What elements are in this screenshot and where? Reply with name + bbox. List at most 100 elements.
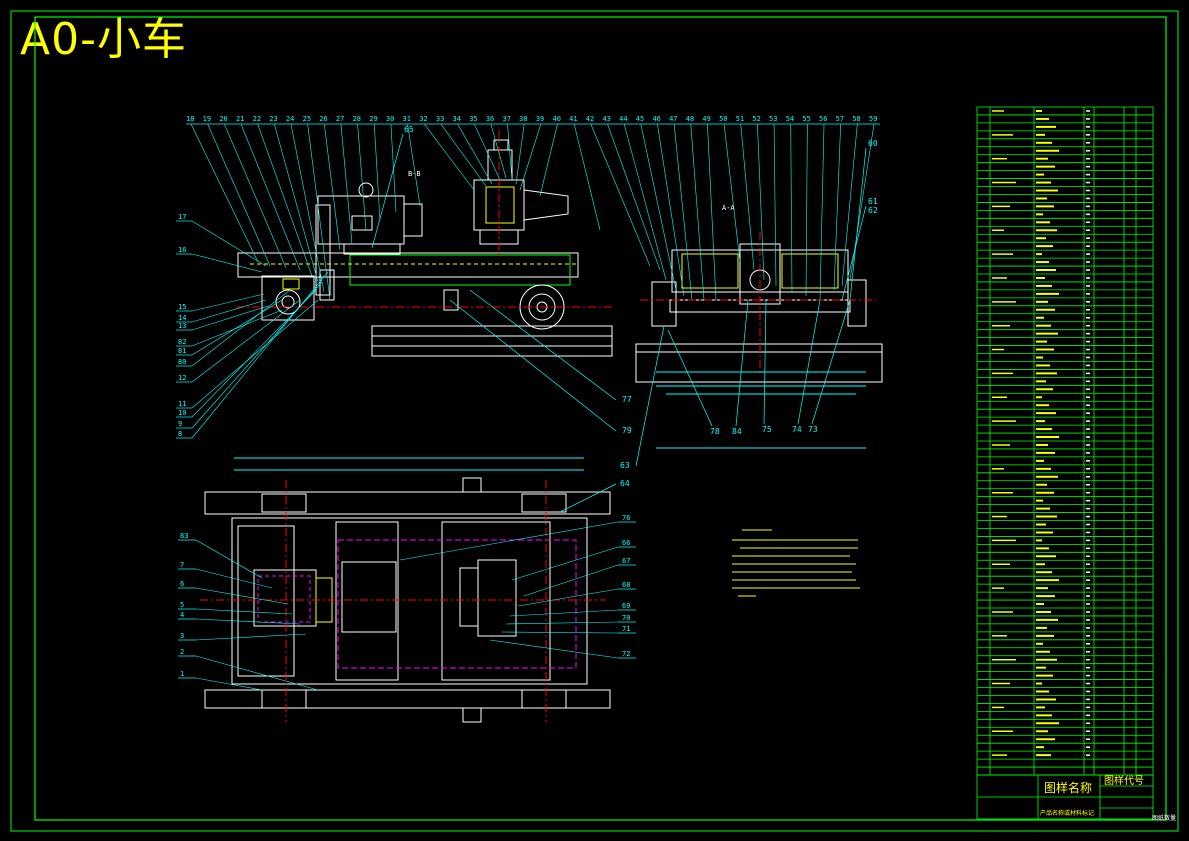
balloon-68: 68 (622, 581, 630, 589)
balloon-28: 28 (353, 115, 361, 123)
leader-line (195, 618, 301, 625)
leader-line (195, 568, 273, 589)
leader-line (195, 608, 293, 615)
balloon-84: 84 (732, 427, 742, 436)
outer-border (10, 10, 1179, 832)
balloon-29: 29 (369, 115, 377, 123)
leader-line (190, 123, 259, 263)
balloon-8: 8 (178, 430, 182, 438)
leader-line (407, 123, 421, 207)
leader-line (509, 609, 619, 617)
leader-line (640, 123, 677, 291)
leader-line (505, 621, 619, 625)
balloon-78: 78 (710, 427, 720, 436)
leader-line (195, 587, 289, 605)
leader-line (790, 123, 793, 293)
balloon-21: 21 (236, 115, 244, 123)
balloon-79: 79 (622, 426, 632, 435)
leader-line (511, 546, 619, 581)
leader-line (191, 299, 319, 409)
balloon-10: 10 (178, 409, 186, 417)
balloon-35: 35 (469, 115, 477, 123)
balloon-73: 73 (808, 425, 818, 434)
balloon-67: 67 (622, 557, 630, 565)
leader-line (191, 220, 267, 267)
balloon-83: 83 (180, 532, 188, 540)
leader-line (195, 677, 263, 691)
balloon-46: 46 (652, 115, 660, 123)
balloon-74: 74 (792, 425, 802, 434)
balloon-45: 45 (636, 115, 644, 123)
balloon-1: 1 (180, 670, 184, 678)
balloon-54: 54 (786, 115, 794, 123)
leader-line (523, 564, 619, 597)
leader-line (191, 299, 267, 323)
balloon-39: 39 (536, 115, 544, 123)
leader-line (819, 123, 825, 301)
balloon-17: 17 (178, 213, 186, 221)
balloon-33: 33 (436, 115, 444, 123)
leader-line (257, 123, 313, 277)
leader-line (240, 123, 301, 271)
balloon-38: 38 (519, 115, 527, 123)
balloon-5: 5 (180, 601, 184, 609)
balloon-22: 22 (253, 115, 261, 123)
title-block-drawing-name: 图样名称 (1044, 780, 1092, 795)
balloon-6: 6 (180, 580, 184, 588)
leader-line (195, 539, 263, 579)
balloon-59: 59 (869, 115, 877, 123)
leader-line (191, 299, 301, 383)
balloon-64: 64 (620, 479, 630, 488)
leader-line (740, 123, 755, 271)
leader-line (657, 123, 685, 297)
leader-line (833, 123, 841, 291)
balloon-43: 43 (602, 115, 610, 123)
balloon-53: 53 (769, 115, 777, 123)
leader-line (841, 123, 858, 287)
balloon-80: 80 (178, 358, 186, 366)
leader-line (195, 633, 307, 641)
balloon-19: 19 (203, 115, 211, 123)
balloon-61: 61 (868, 197, 878, 206)
title-block-footer-note: 产品名称或材料标记 (1040, 809, 1094, 817)
balloon-82: 82 (178, 338, 186, 346)
leader-line (539, 123, 558, 197)
balloon-55: 55 (802, 115, 810, 123)
parts-list (976, 106, 1154, 776)
balloon-15: 15 (178, 303, 186, 311)
balloon-13: 13 (178, 322, 186, 330)
leader-line (690, 123, 705, 301)
leader-line (274, 123, 319, 283)
balloon-66: 66 (622, 539, 630, 547)
balloon-4: 4 (180, 611, 184, 619)
leader-line (191, 309, 283, 347)
section-label-aa: A-A (722, 204, 735, 212)
balloon-18: 18 (186, 115, 194, 123)
leader-line (373, 123, 381, 221)
balloon-44: 44 (619, 115, 627, 123)
balloon-60: 60 (868, 139, 878, 148)
leader-line (773, 123, 777, 287)
leader-line (607, 123, 661, 271)
balloon-27: 27 (336, 115, 344, 123)
leader-line (707, 123, 717, 301)
leader-line (290, 123, 325, 293)
balloon-81: 81 (178, 347, 186, 355)
balloon-25: 25 (303, 115, 311, 123)
balloon-47: 47 (669, 115, 677, 123)
balloon-63: 63 (620, 461, 630, 470)
balloon-30: 30 (386, 115, 394, 123)
inner-border (34, 16, 1167, 821)
leader-line (307, 123, 331, 301)
leader-line (191, 299, 283, 356)
balloon-75: 75 (762, 425, 772, 434)
leader-line (399, 521, 619, 561)
balloon-58: 58 (852, 115, 860, 123)
balloon-14: 14 (178, 314, 186, 322)
leader-line (519, 123, 542, 191)
end-view (635, 232, 883, 449)
